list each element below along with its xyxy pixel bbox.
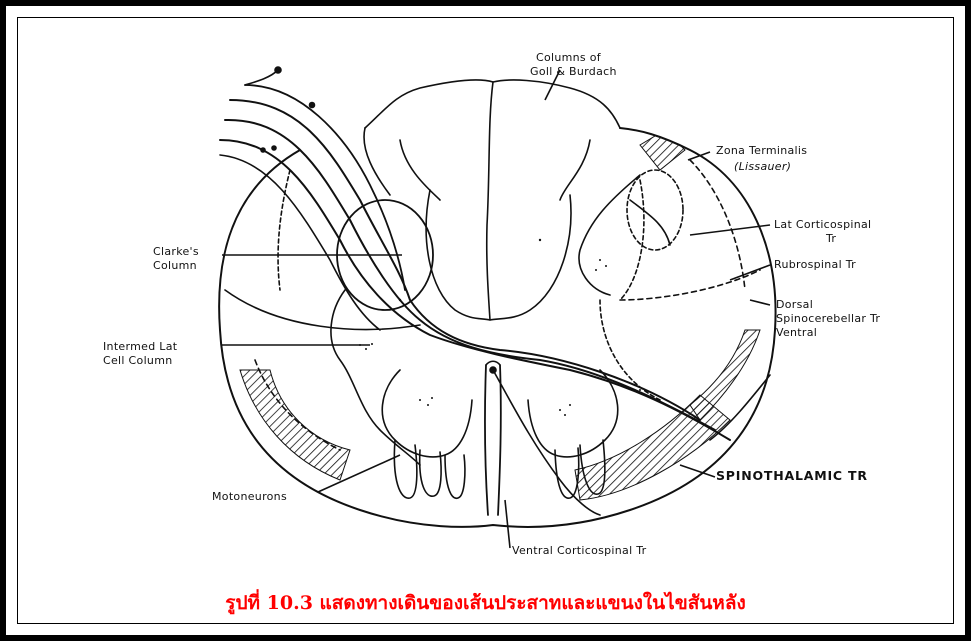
label-columns-goll-burdach-1: Columns of: [536, 52, 601, 64]
label-intermed-lat-1: Intermed Lat: [103, 341, 177, 353]
label-lat-corticospinal-1: Lat Corticospinal: [774, 219, 871, 231]
hatched-left-ventral-tract: [240, 370, 350, 480]
label-columns-goll-burdach-2: Goll & Burdach: [530, 66, 617, 78]
label-lat-corticospinal-2: Tr: [826, 233, 836, 245]
label-lissauer: (Lissauer): [734, 161, 791, 173]
hatched-dorsal-zona: [640, 130, 685, 170]
label-spinocerebellar: Spinocerebellar Tr: [776, 313, 880, 325]
label-ventral-right: Ventral: [776, 327, 817, 339]
hatched-right-ventral-spinocerebellar: [690, 330, 760, 420]
cord-outline: [219, 128, 775, 527]
label-motoneurons: Motoneurons: [212, 491, 287, 503]
figure-caption: รูปที่ 10.3 แสดงทางเดินของเส้นประสาทและแ…: [0, 588, 971, 618]
label-clarkes-column-2: Column: [153, 260, 197, 272]
label-rubrospinal: Rubrospinal Tr: [774, 259, 856, 271]
label-clarkes-column-1: Clarke's: [153, 246, 199, 258]
label-spinothalamic: SPINOTHALAMIC TR: [716, 470, 868, 482]
label-zona-terminalis: Zona Terminalis: [716, 145, 807, 157]
label-ventral-corticospinal: Ventral Corticospinal Tr: [512, 545, 646, 557]
label-dorsal: Dorsal: [776, 299, 813, 311]
label-intermed-lat-2: Cell Column: [103, 355, 172, 367]
leader-lines: [222, 70, 770, 548]
